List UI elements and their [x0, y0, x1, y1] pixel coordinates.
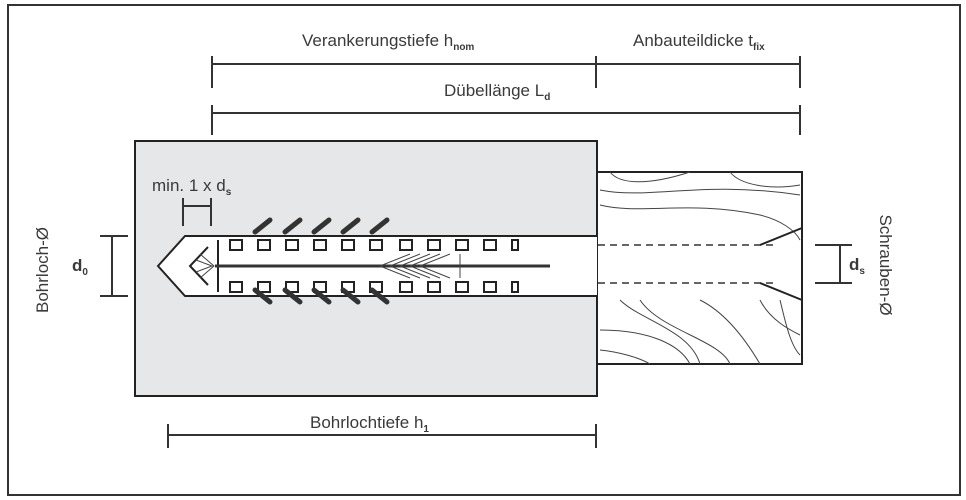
- min-edge-label: min. 1 x ds: [152, 176, 232, 198]
- drill-hole-diameter-label: Bohrloch-Ø: [33, 227, 52, 313]
- dimension-drill-hole-depth: [167, 424, 597, 448]
- min-edge-dimension: [182, 198, 212, 226]
- wood-fixture: [596, 171, 803, 365]
- dimension-plug-length: [211, 105, 801, 135]
- drill-diameter-dimension: [100, 235, 128, 297]
- dimension-anchoring-fixture: [211, 56, 801, 88]
- wall-plug: [156, 217, 597, 305]
- anchoring-depth-label: Verankerungstiefe hnom: [302, 31, 474, 53]
- screw-diameter-label: Schrauben-Ø: [876, 214, 895, 315]
- screw-diameter-symbol: ds: [849, 255, 865, 277]
- drill-diameter-symbol: d0: [72, 256, 88, 278]
- plug-length-label: Dübellänge Ld: [444, 81, 550, 103]
- screw-diameter-dimension: [815, 244, 852, 284]
- fixture-thickness-label: Anbauteildicke tfix: [633, 31, 765, 53]
- drill-hole-depth-label: Bohrlochtiefe h1: [310, 413, 429, 435]
